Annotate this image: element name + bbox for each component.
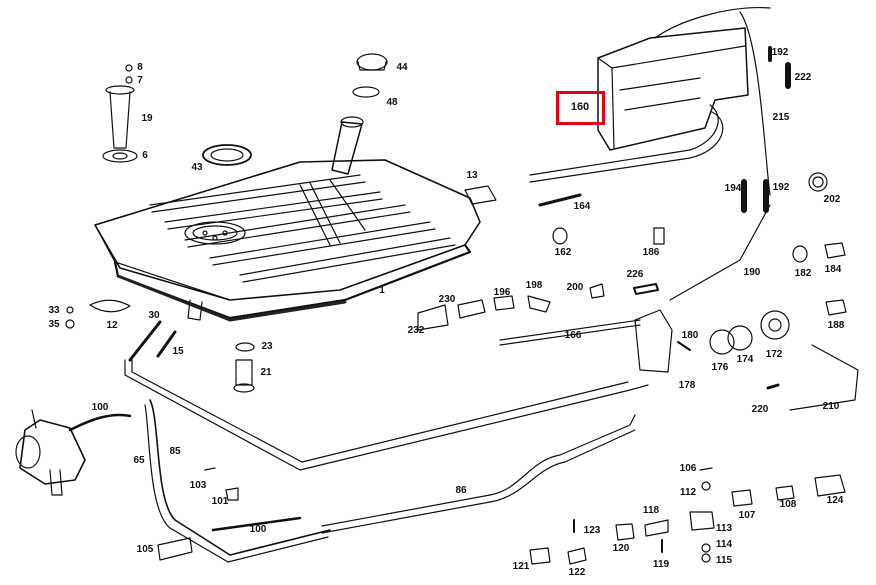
callout-21: 21 bbox=[260, 367, 272, 378]
callout-186: 186 bbox=[642, 247, 660, 258]
filler-cap-44 bbox=[356, 53, 388, 71]
callout-115: 115 bbox=[715, 555, 733, 566]
callout-190: 190 bbox=[743, 267, 761, 278]
right-parts bbox=[634, 46, 847, 390]
callout-230: 230 bbox=[438, 294, 456, 305]
callout-174: 174 bbox=[736, 354, 754, 365]
callout-30: 30 bbox=[148, 310, 160, 321]
callout-106: 106 bbox=[679, 463, 697, 474]
filler-neck bbox=[331, 116, 364, 175]
callout-8: 8 bbox=[137, 62, 143, 73]
callout-121: 121 bbox=[512, 561, 530, 572]
callout-200: 200 bbox=[566, 282, 584, 293]
callout-1: 1 bbox=[379, 285, 385, 296]
seal-ring-43 bbox=[202, 144, 252, 166]
label-plate-13 bbox=[464, 185, 497, 205]
callout-65: 65 bbox=[133, 455, 145, 466]
callout-226: 226 bbox=[626, 269, 644, 280]
callout-108: 108 bbox=[779, 499, 797, 510]
clips-and-fittings bbox=[204, 227, 846, 565]
callout-100-bottom: 100 bbox=[249, 524, 267, 535]
callout-118: 118 bbox=[642, 505, 660, 516]
callout-178: 178 bbox=[678, 380, 696, 391]
callout-194: 194 bbox=[724, 183, 742, 194]
callout-43: 43 bbox=[191, 162, 203, 173]
callout-114: 114 bbox=[715, 539, 733, 550]
sender-unit-19 bbox=[102, 64, 138, 163]
callout-176: 176 bbox=[711, 362, 729, 373]
callout-35: 35 bbox=[48, 319, 60, 330]
auxiliary-tank bbox=[529, 7, 771, 196]
callout-222: 222 bbox=[794, 72, 812, 83]
callout-166: 166 bbox=[564, 330, 582, 341]
callout-101: 101 bbox=[211, 496, 229, 507]
callout-7: 7 bbox=[137, 75, 143, 86]
callout-15: 15 bbox=[172, 346, 184, 357]
callout-112: 112 bbox=[679, 487, 697, 498]
callout-192-top: 192 bbox=[771, 47, 789, 58]
callout-124: 124 bbox=[826, 495, 844, 506]
callout-19: 19 bbox=[141, 113, 153, 124]
fuel-pump bbox=[15, 409, 86, 496]
callout-162: 162 bbox=[554, 247, 572, 258]
callout-119: 119 bbox=[652, 559, 670, 570]
callout-192-bottom: 192 bbox=[772, 182, 790, 193]
callout-13: 13 bbox=[466, 170, 478, 181]
callout-86: 86 bbox=[455, 485, 467, 496]
callout-100-top: 100 bbox=[91, 402, 109, 413]
callout-210: 210 bbox=[822, 401, 840, 412]
callout-44: 44 bbox=[396, 62, 408, 73]
callout-160: 160 bbox=[570, 101, 590, 113]
callout-120: 120 bbox=[612, 543, 630, 554]
callout-196: 196 bbox=[493, 287, 511, 298]
callout-123: 123 bbox=[583, 525, 601, 536]
callout-105: 105 bbox=[136, 544, 154, 555]
callout-85: 85 bbox=[169, 446, 181, 457]
fuel-tank bbox=[94, 159, 481, 322]
gasket-48 bbox=[352, 86, 380, 98]
callout-6: 6 bbox=[142, 150, 148, 161]
callout-182: 182 bbox=[794, 268, 812, 279]
callout-12: 12 bbox=[106, 320, 118, 331]
callout-180: 180 bbox=[681, 330, 699, 341]
callout-184: 184 bbox=[824, 264, 842, 275]
callout-48: 48 bbox=[386, 97, 398, 108]
callout-172: 172 bbox=[765, 349, 783, 360]
callout-232: 232 bbox=[407, 325, 425, 336]
callout-215: 215 bbox=[772, 112, 790, 123]
callout-122: 122 bbox=[568, 567, 586, 578]
fuel-lines bbox=[68, 193, 859, 563]
callout-198: 198 bbox=[525, 280, 543, 291]
callout-23: 23 bbox=[261, 341, 273, 352]
callout-220: 220 bbox=[751, 404, 769, 415]
callout-113: 113 bbox=[715, 523, 733, 534]
callout-188: 188 bbox=[827, 320, 845, 331]
callout-107: 107 bbox=[738, 510, 756, 521]
plate-12 bbox=[89, 299, 131, 313]
filter-105 bbox=[157, 537, 193, 561]
callout-202: 202 bbox=[823, 194, 841, 205]
callout-33: 33 bbox=[48, 305, 60, 316]
callout-164: 164 bbox=[573, 201, 591, 212]
callout-103: 103 bbox=[189, 480, 207, 491]
highlight-box-160 bbox=[556, 91, 605, 125]
